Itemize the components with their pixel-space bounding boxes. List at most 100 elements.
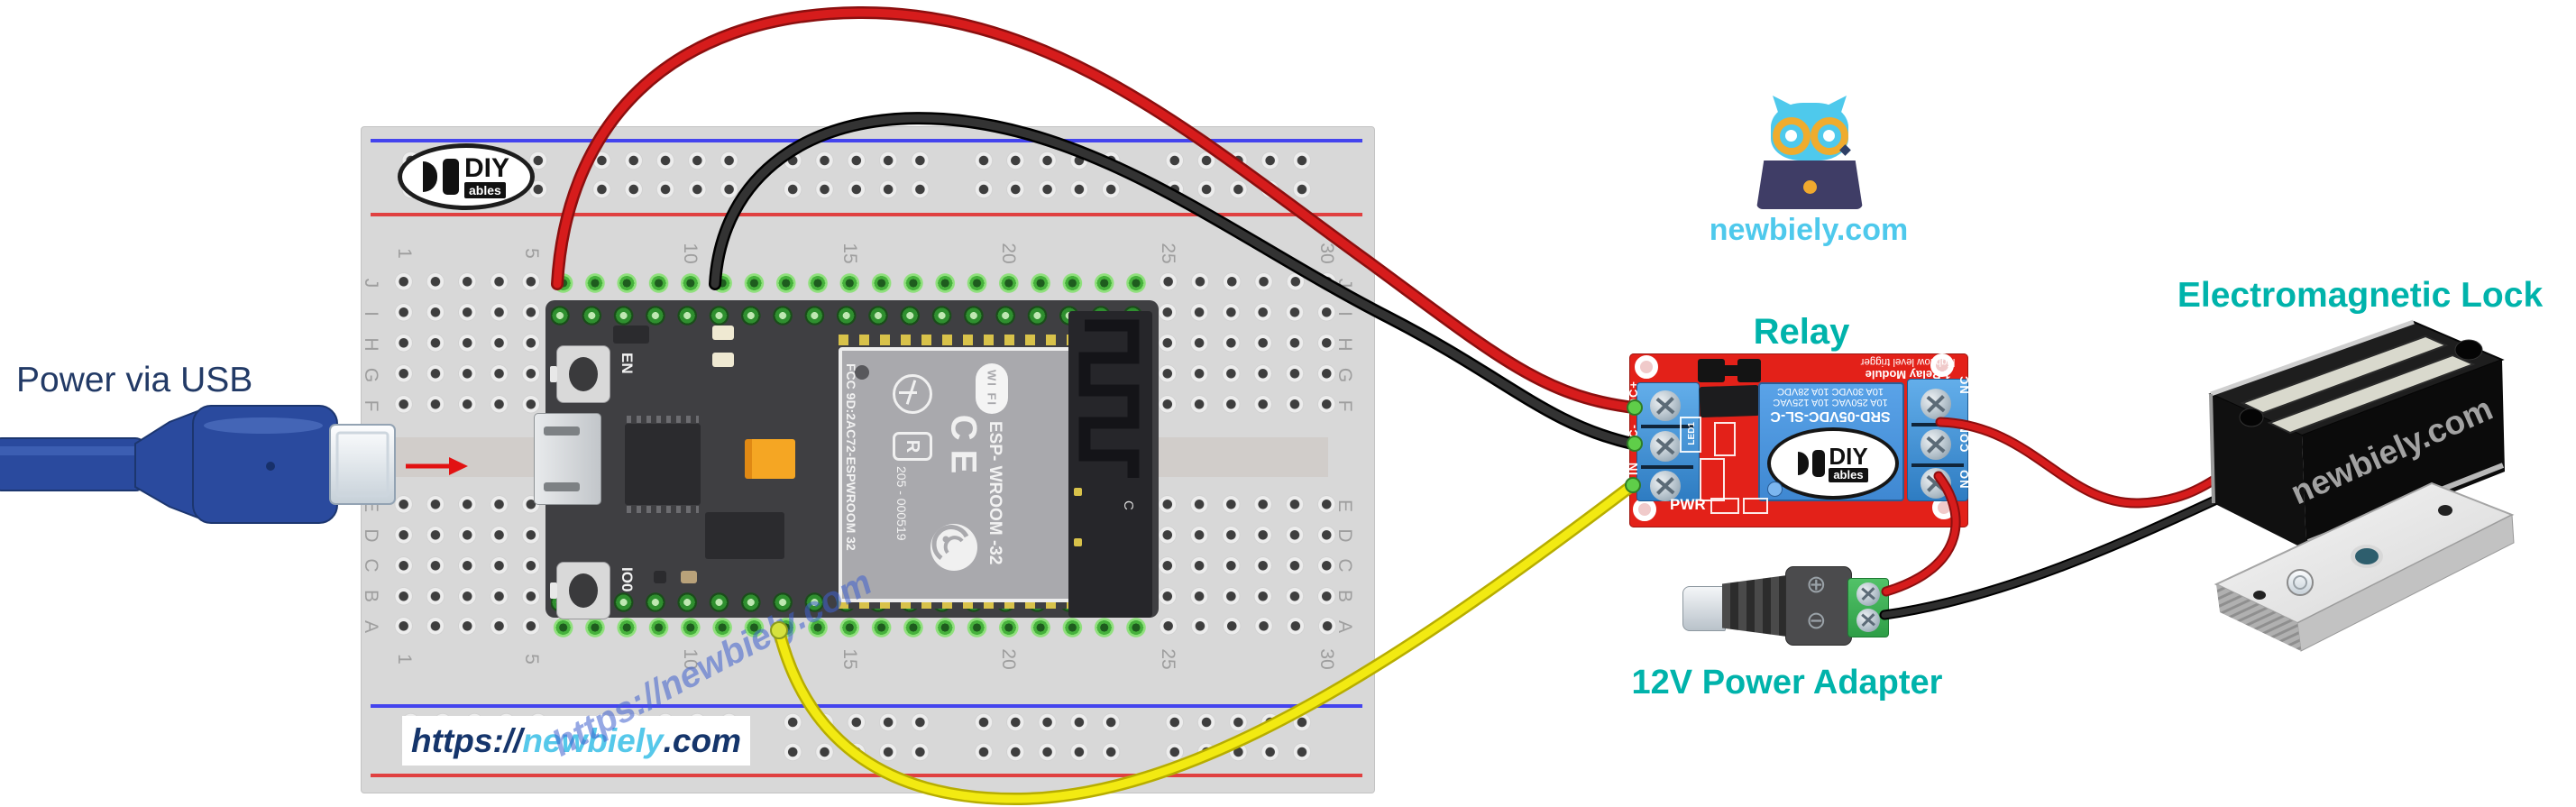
micro-usb-port <box>534 413 601 505</box>
boot-button <box>550 562 610 619</box>
smd-resistor-2 <box>1714 422 1736 456</box>
row-j-holes-left <box>388 268 547 298</box>
yellow-signal-wire <box>775 482 1635 803</box>
armature-plate-ridge-edge <box>2216 584 2301 651</box>
relay-diy-glyph-bar <box>1812 450 1826 477</box>
bottom-rail-blue-line <box>371 704 1362 708</box>
armature-hole-right <box>2438 505 2452 516</box>
black-ground-wire <box>710 114 1636 448</box>
relay-hole-tr <box>1930 353 1954 377</box>
relay-diy-glyph-half <box>1798 452 1810 475</box>
barrel-jack-body: ⊕ ⊖ <box>1785 566 1852 646</box>
antenna-pad-2 <box>1074 538 1082 546</box>
owl-glasses-right <box>1811 117 1848 155</box>
io0-button-label: IO0 <box>619 567 636 592</box>
module-pin1-dot <box>855 365 869 380</box>
relay-diyables-logo: DIY ables <box>1767 427 1899 500</box>
breadboard-url-label: https://newbiely.com <box>402 716 750 766</box>
capacitor-orange <box>745 439 795 479</box>
plus-polarity-icon: ⊕ <box>1806 571 1827 598</box>
wifi-badge: WI FI <box>976 363 1008 414</box>
lock-mount-hole-2 <box>2239 408 2264 427</box>
owl-glasses-left <box>1773 117 1811 155</box>
adapter-screw-negative <box>1856 609 1880 632</box>
row-j-holes-green <box>547 268 1152 298</box>
small-ic <box>613 326 649 344</box>
smd-resistor-3 <box>1700 458 1725 501</box>
row-a-holes-left <box>388 612 547 643</box>
screw-dc-minus <box>1650 431 1681 462</box>
antenna-trace-icon <box>1078 319 1140 478</box>
adapter-terminal-block <box>1847 578 1889 637</box>
black-adapter-lock-wire-outline <box>1879 485 2241 620</box>
en-button-label: EN <box>619 353 636 374</box>
module-serial-text: 205 - 000519 <box>894 466 909 541</box>
row-a-holes-right <box>1152 612 1343 643</box>
screw-in <box>1650 471 1681 501</box>
electromagnetic-lock: newbiely.com <box>2208 319 2515 652</box>
lock-mount-hole-1 <box>2454 339 2483 361</box>
newbiely-logo-text: newbiely.com <box>1709 213 1909 247</box>
relay-connection-points <box>770 399 1643 639</box>
power-adapter-label: 12V Power Adapter <box>1631 664 1943 702</box>
url-prefix: https:// <box>411 721 523 759</box>
lock-left-face <box>2211 394 2306 550</box>
lock-front-face <box>2302 360 2505 550</box>
trigger-jumper <box>1698 357 1765 382</box>
armature-screw <box>2287 569 2314 596</box>
adapter-screw-positive <box>1856 582 1880 606</box>
top-rail-blue-line <box>371 139 1362 142</box>
en-button <box>550 345 610 403</box>
diyables-glyph-bar <box>442 159 459 195</box>
module-castellation-top <box>839 335 1068 345</box>
pwr-led-component <box>1710 498 1739 514</box>
relay-label: Relay <box>1753 312 1850 352</box>
chip-pins-top <box>627 416 699 423</box>
screw-nc <box>1921 389 1951 419</box>
lock-magnet-strip-2 <box>2267 353 2476 435</box>
newbiely-logo: newbiely.com <box>1706 92 1911 247</box>
screw-dc-plus <box>1650 390 1681 421</box>
module-name-text: ESP- WROOM -32 <box>985 421 1004 565</box>
owl-ear-left <box>1773 96 1796 117</box>
barrel-jack-tip <box>1682 586 1726 631</box>
esp-wroom-32-module: FCC 9D:2AC72-ESPWROOM 32 R 205 - 000519 … <box>839 347 1076 602</box>
relay-to-load-wires <box>1879 417 2241 620</box>
passive-1 <box>681 571 697 583</box>
cert-mark-icon <box>893 374 932 414</box>
relay-cube: SRD-05VDC-SL-C 10A 250VAC 10A 125VAC 10A… <box>1758 382 1904 501</box>
red-no-wire <box>1883 472 1959 595</box>
passive-2 <box>654 571 666 583</box>
usb-uart-chip <box>625 424 701 505</box>
owl-ear-right <box>1823 96 1847 117</box>
top-rail-red-line <box>371 213 1362 216</box>
power-via-usb-label: Power via USB <box>16 361 253 399</box>
minus-polarity-icon: ⊖ <box>1806 607 1827 634</box>
diyables-glyph-half <box>422 161 437 192</box>
screw-com <box>1921 429 1951 460</box>
chip-pins-bottom <box>627 506 699 513</box>
relay-cube-corner-dot <box>1767 481 1783 497</box>
owl-icon <box>1771 96 1851 160</box>
usb-direction-arrow-icon <box>406 457 468 475</box>
url-name: newbiely <box>522 721 664 759</box>
module-fcc-text: FCC 9D:2AC72-ESPWROOM 32 <box>844 363 858 551</box>
led-1 <box>712 326 734 340</box>
armature-hole-left <box>2253 591 2266 600</box>
barrel-jack-ribs <box>1722 575 1787 637</box>
armature-plate-side <box>2296 514 2515 652</box>
esp32-devkit-board: EN IO0 FCC 9D:2AC72-ESPWROOM 32 R 205 - … <box>534 300 1159 619</box>
relay-ables-text: ables <box>1829 467 1868 483</box>
black-ground-wire-outline <box>709 112 1638 450</box>
smd-resistor-1 <box>1680 417 1701 453</box>
top-rail-holes-row1 <box>395 150 1338 171</box>
esp32-top-pin-pads <box>551 305 1153 326</box>
antenna-pad-1 <box>1074 488 1082 496</box>
bottom-rail-red-line <box>371 774 1362 777</box>
antenna-area: C <box>1068 311 1152 618</box>
diyables-diy-text: DIY <box>463 152 509 183</box>
relay-input-terminal <box>1636 382 1700 501</box>
espressif-swirl-icon <box>930 524 977 571</box>
relay-diy-text: DIY <box>1829 442 1868 470</box>
